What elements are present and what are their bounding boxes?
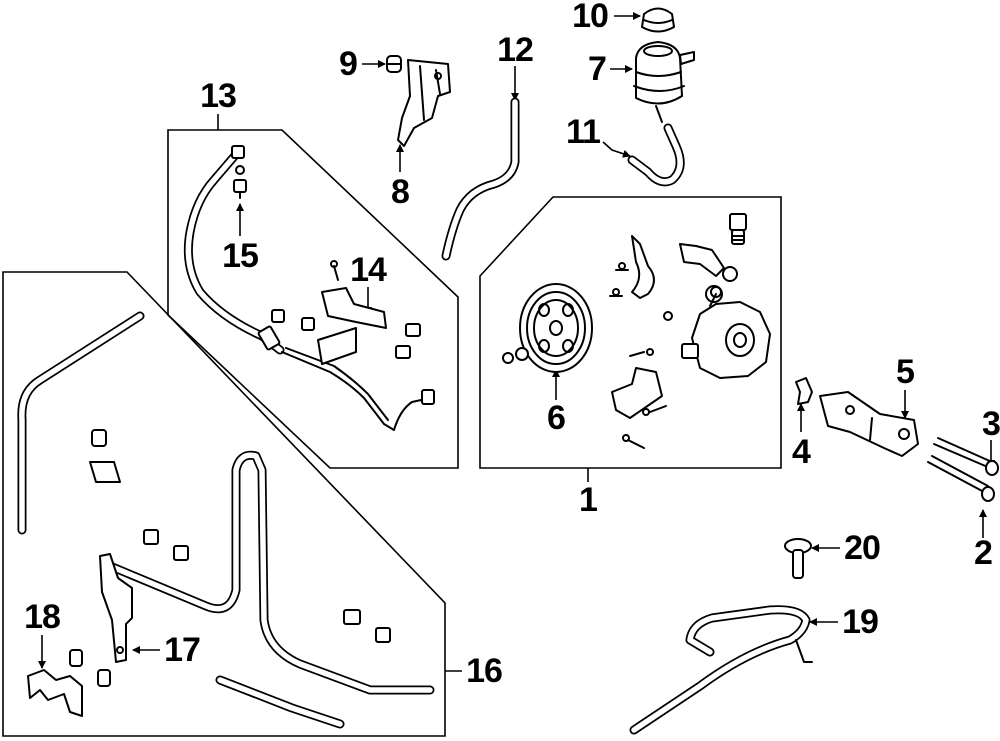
- line-bracket-part: [99, 553, 133, 663]
- pump-bracket-part: [819, 391, 919, 457]
- reservoir-bracket-part: [397, 59, 451, 147]
- reservoir-cap-part: [641, 7, 675, 33]
- bracket-clip-part: [795, 377, 813, 405]
- clamp-bushings-part: [27, 649, 111, 717]
- callout-15: 15: [222, 237, 259, 275]
- frame-group-16: [2, 271, 446, 737]
- callout-13: 13: [200, 77, 237, 115]
- callout-6: 6: [547, 399, 566, 437]
- callout-19: 19: [842, 603, 879, 641]
- power-steering-pump-part: [609, 213, 771, 449]
- callout-3: 3: [982, 405, 1000, 443]
- callout-14: 14: [350, 251, 387, 289]
- hose-fitting-part: [233, 165, 247, 199]
- steering-lines-part: [17, 311, 435, 729]
- callout-16: 16: [466, 652, 503, 690]
- frame-group-1: [479, 196, 782, 469]
- pressure-hose-part: [183, 145, 435, 431]
- callout-10: 10: [572, 0, 609, 35]
- callout-8: 8: [391, 173, 410, 211]
- callout-9: 9: [339, 45, 358, 83]
- suction-hose-part: [441, 97, 520, 261]
- grommet-part: [386, 55, 402, 73]
- callout-18: 18: [24, 598, 61, 636]
- leader-11: [602, 141, 631, 158]
- callout-5: 5: [896, 353, 915, 391]
- callout-11: 11: [566, 113, 601, 151]
- reservoir-hose-part: [627, 123, 685, 187]
- callout-2: 2: [974, 534, 993, 572]
- pin-part: [784, 538, 812, 579]
- callout-7: 7: [588, 50, 607, 88]
- pump-pulley-part: [502, 283, 593, 373]
- callout-17: 17: [164, 631, 201, 669]
- callout-1: 1: [579, 481, 598, 519]
- reservoir-part: [633, 41, 695, 123]
- return-hose-part: [629, 605, 813, 735]
- callout-4: 4: [792, 433, 811, 471]
- hose-bracket-part: [271, 260, 421, 365]
- callout-12: 12: [497, 31, 534, 69]
- callout-20: 20: [844, 529, 881, 567]
- bolts-part: [927, 437, 999, 502]
